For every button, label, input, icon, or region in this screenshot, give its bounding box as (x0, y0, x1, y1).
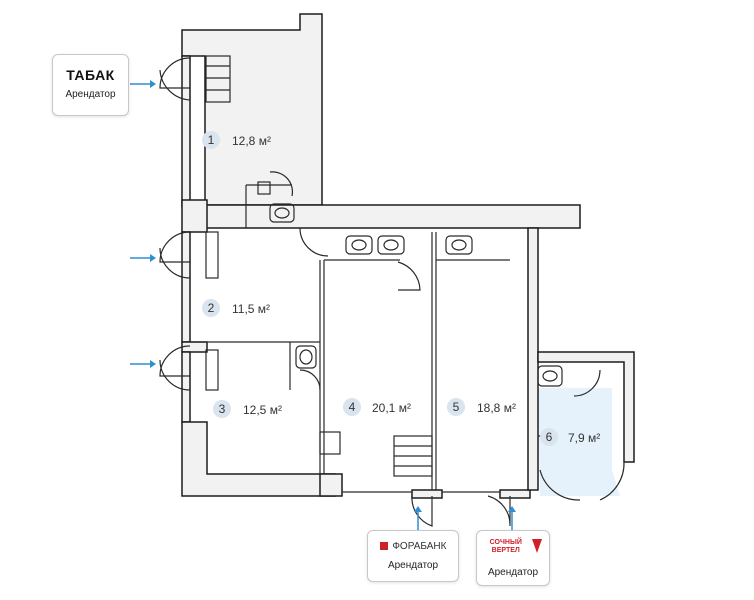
room-6-label: 6 7,9 м² (540, 428, 600, 446)
svg-text:3: 3 (219, 402, 226, 416)
entry-arrows (130, 80, 516, 530)
tenant-brand-sochny-vertel: СОЧНЫЙ ВЕРТЕЛ (489, 539, 522, 554)
toilets (257, 181, 563, 387)
svg-text:4: 4 (349, 400, 356, 414)
tenant-role: Арендатор (487, 567, 539, 578)
tenant-card-tabak[interactable]: ТАБАК Арендатор (52, 54, 129, 116)
svg-text:12,8 м²: 12,8 м² (232, 134, 271, 148)
forabank-logo-icon (379, 542, 388, 550)
tenant-brand-forabank: ФОРАБАНК (392, 541, 447, 552)
room-3-label: 3 12,5 м² (213, 400, 282, 418)
room-1-label: 1 12,8 м² (202, 131, 271, 149)
tenant-brand-tabak: ТАБАК (66, 67, 115, 83)
tenant-card-sochny-vertel[interactable]: СОЧНЫЙ ВЕРТЕЛ Арендатор (476, 530, 550, 586)
partitions (190, 184, 545, 493)
svg-text:12,5 м²: 12,5 м² (243, 403, 282, 417)
room-2-label: 2 11,5 м² (202, 299, 270, 317)
tenant-role: Арендатор (387, 560, 439, 571)
svg-text:1: 1 (208, 133, 215, 147)
room-6-fill (538, 388, 620, 496)
doors (159, 57, 625, 527)
sochny-vertel-logo: СОЧНЫЙ ВЕРТЕЛ (477, 539, 549, 557)
tenant-card-forabank[interactable]: ФОРАБАНК Арендатор (367, 530, 459, 582)
svg-text:5: 5 (453, 400, 460, 414)
tenant-role: Арендатор (65, 89, 116, 100)
svg-text:18,8 м²: 18,8 м² (477, 401, 516, 415)
skewer-icon (532, 539, 543, 553)
walls (181, 13, 635, 499)
room-4-label: 4 20,1 м² (343, 398, 411, 416)
svg-text:20,1 м²: 20,1 м² (372, 401, 411, 415)
svg-text:6: 6 (546, 430, 553, 444)
stairs (205, 55, 433, 477)
svg-text:2: 2 (208, 301, 215, 315)
svg-text:11,5 м²: 11,5 м² (232, 302, 270, 316)
room-5-label: 5 18,8 м² (447, 398, 516, 416)
svg-text:7,9 м²: 7,9 м² (568, 431, 600, 445)
